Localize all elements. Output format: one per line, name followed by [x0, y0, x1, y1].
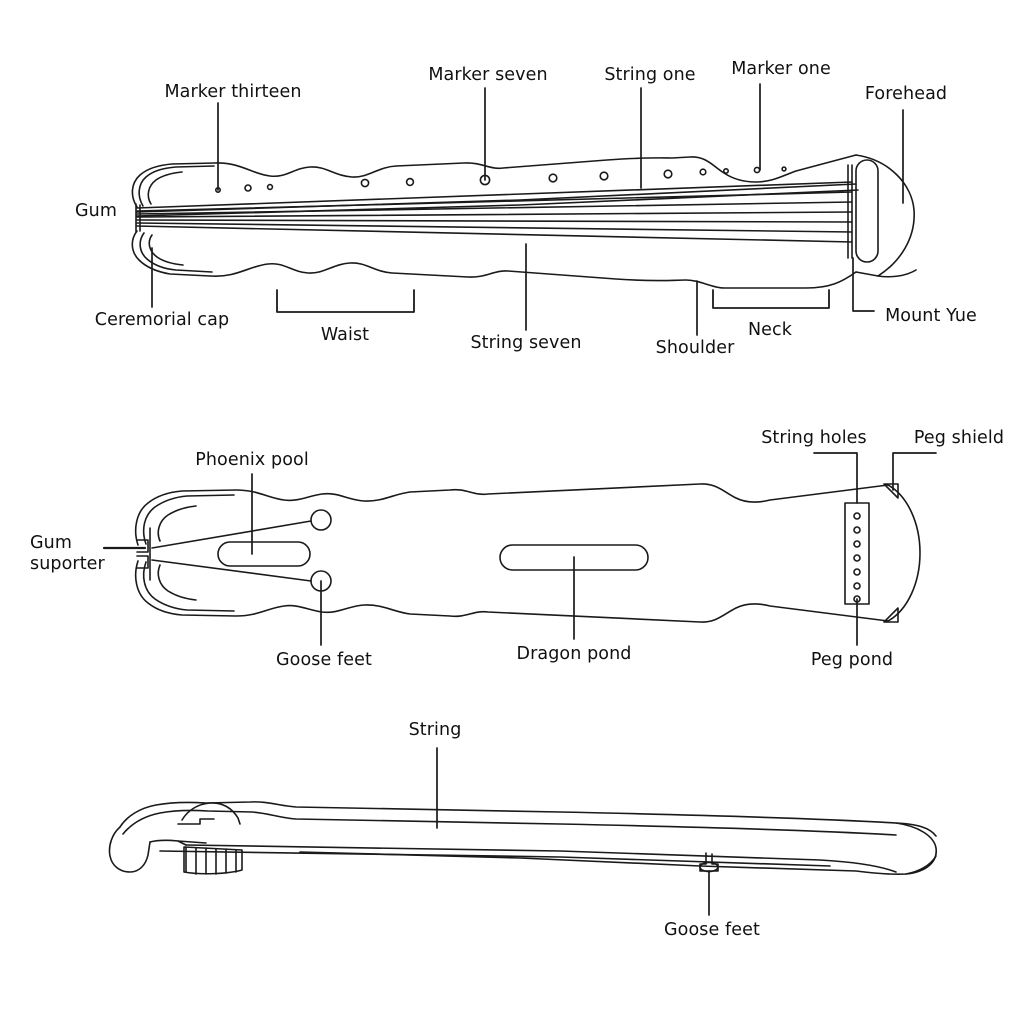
label-peg-pond: Peg pond — [810, 650, 894, 670]
label-peg-shield: Peg shield — [913, 428, 1005, 448]
label-forehead: Forehead — [864, 84, 948, 104]
label-marker-thirteen: Marker thirteen — [164, 82, 302, 102]
label-waist: Waist — [320, 325, 370, 345]
label-shoulder: Shoulder — [655, 338, 735, 358]
label-ceremorial-cap: Ceremorial cap — [94, 310, 230, 330]
label-marker-one: Marker one — [731, 59, 831, 79]
side-view-artwork — [108, 747, 937, 916]
label-mount-yue: Mount Yue — [885, 306, 977, 326]
label-dragon-pond: Dragon pond — [516, 644, 632, 664]
label-string-seven: String seven — [470, 333, 582, 353]
label-marker-seven: Marker seven — [428, 65, 548, 85]
label-string-holes: String holes — [761, 428, 867, 448]
label-phoenix-pool: Phoenix pool — [195, 450, 309, 470]
label-goose-feet-bottom-view: Goose feet — [276, 650, 372, 670]
label-string: String — [408, 720, 462, 740]
label-gum-supporter: Gum suporter — [30, 533, 105, 574]
label-goose-feet-side-view: Goose feet — [664, 920, 760, 940]
label-neck: Neck — [747, 320, 793, 340]
top-view-artwork — [131, 83, 917, 336]
label-gum: Gum — [75, 201, 117, 221]
label-string-one: String one — [604, 65, 696, 85]
bottom-view-artwork — [102, 452, 937, 646]
